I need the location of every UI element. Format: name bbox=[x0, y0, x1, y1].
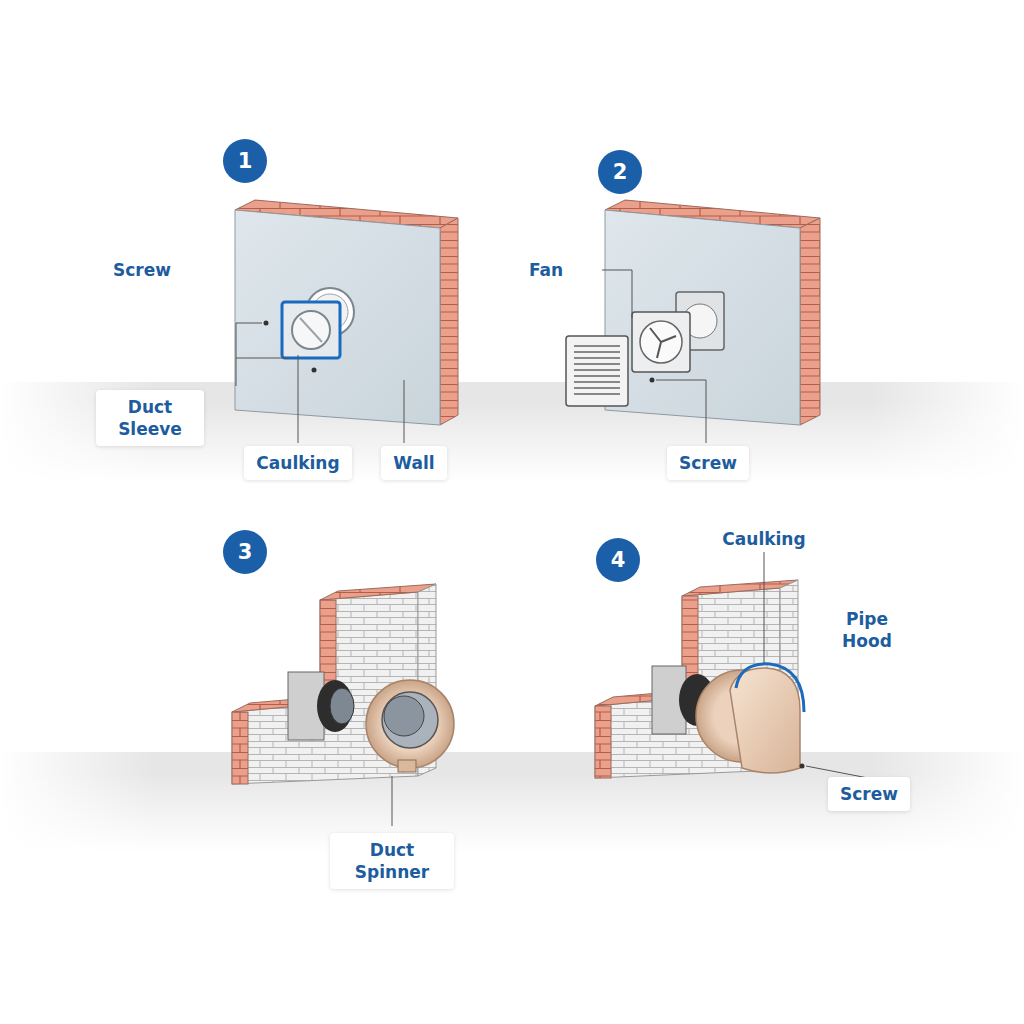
callout-number: 1 bbox=[238, 149, 253, 173]
part-label-plate: Screw bbox=[667, 446, 749, 480]
part-label-plate: Wall bbox=[381, 446, 446, 480]
part-label-plate: Screw bbox=[828, 777, 910, 811]
part-name: Screw bbox=[113, 259, 171, 281]
part-name: Pipe Hood bbox=[837, 608, 897, 652]
part-name: Screw bbox=[840, 783, 898, 805]
callout-number: 2 bbox=[613, 160, 628, 184]
part-name: Screw bbox=[679, 452, 737, 474]
part-label-plate: Duct Sleeve bbox=[96, 390, 204, 446]
step-number-circle: 4 bbox=[596, 538, 640, 582]
part-label-plate: Caulking bbox=[244, 446, 351, 480]
step-number-circle: 1 bbox=[223, 139, 267, 183]
part-name: Fan bbox=[529, 259, 563, 281]
part-name: Caulking bbox=[722, 528, 805, 550]
part-name: Duct Spinner bbox=[342, 839, 442, 883]
part-name: Caulking bbox=[256, 452, 339, 474]
step-number-circle: 3 bbox=[223, 530, 267, 574]
part-name: Wall bbox=[393, 452, 434, 474]
callout-number: 3 bbox=[238, 540, 253, 564]
step-number-circle: 2 bbox=[598, 150, 642, 194]
part-name: Duct Sleeve bbox=[108, 396, 192, 440]
part-label-plate: Duct Spinner bbox=[330, 833, 454, 889]
callout-number: 4 bbox=[611, 548, 626, 572]
